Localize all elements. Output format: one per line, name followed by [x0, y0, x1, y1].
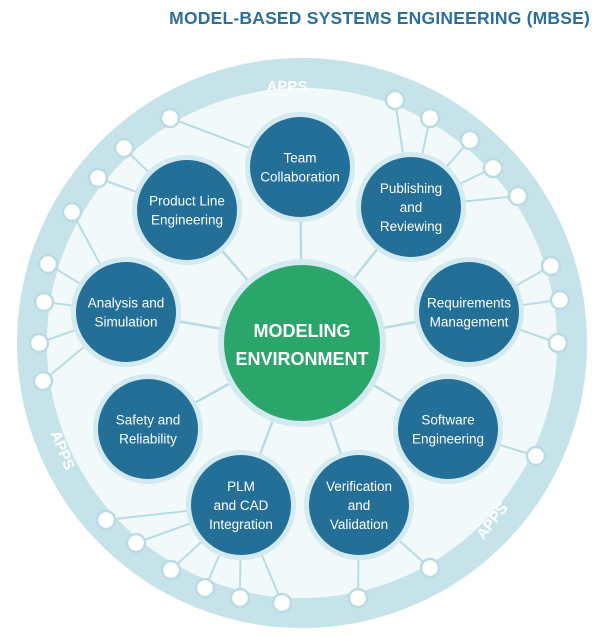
node-label: Engineering	[151, 213, 223, 228]
app-dot[interactable]	[271, 592, 293, 614]
node-label: and	[348, 498, 371, 513]
node-label: Product Line	[149, 194, 225, 209]
center-circle[interactable]	[224, 265, 380, 421]
node-label: Reliability	[119, 432, 177, 447]
node-circle	[309, 455, 409, 555]
node-label: Reviewing	[380, 219, 442, 234]
node-label: Verification	[326, 479, 392, 494]
node-label: Requirements	[427, 296, 511, 311]
app-dot[interactable]	[384, 89, 406, 111]
app-dot[interactable]	[160, 559, 182, 581]
node-label: Engineering	[412, 432, 484, 447]
node-label: Validation	[330, 517, 388, 532]
node-circle	[398, 379, 498, 479]
node-circle	[361, 157, 461, 257]
app-dot[interactable]	[347, 587, 369, 609]
app-dot[interactable]	[525, 445, 547, 467]
app-dot[interactable]	[419, 107, 441, 129]
app-dot[interactable]	[28, 332, 50, 354]
ring-label-top: APPS	[267, 78, 308, 95]
node-label: Publishing	[380, 181, 442, 196]
node-circle	[137, 160, 237, 260]
center-label: ENVIRONMENT	[235, 349, 368, 369]
app-dot[interactable]	[540, 255, 562, 277]
app-dot[interactable]	[419, 557, 441, 579]
app-dot[interactable]	[95, 509, 117, 531]
node-label: Software	[421, 413, 474, 428]
app-dot[interactable]	[32, 370, 54, 392]
app-dot[interactable]	[549, 289, 571, 311]
node-circle	[419, 262, 519, 362]
app-dot[interactable]	[61, 201, 83, 223]
app-dot[interactable]	[459, 129, 481, 151]
node-label: Safety and	[116, 413, 181, 428]
diagram-title: MODEL-BASED SYSTEMS ENGINEERING (MBSE)	[169, 8, 590, 28]
node-label: Integration	[209, 517, 273, 532]
app-dot[interactable]	[547, 332, 569, 354]
nodes: TeamCollaborationPublishingandReviewingR…	[71, 112, 524, 560]
app-dot[interactable]	[507, 185, 529, 207]
center-label: MODELING	[254, 321, 351, 341]
node-label: and	[400, 200, 423, 215]
app-dot[interactable]	[229, 587, 251, 609]
app-dot[interactable]	[125, 532, 147, 554]
node-label: Analysis and	[88, 296, 165, 311]
node-circle	[76, 262, 176, 362]
modeling-environment: MODELING ENVIRONMENT	[218, 259, 386, 427]
node-circle	[250, 117, 350, 217]
app-dot[interactable]	[159, 107, 181, 129]
app-dot[interactable]	[33, 291, 55, 313]
app-dots	[28, 89, 571, 614]
app-dot[interactable]	[194, 577, 216, 599]
node-label: Collaboration	[260, 170, 340, 185]
node-circle	[98, 379, 198, 479]
app-dot[interactable]	[37, 253, 59, 275]
node-label: Simulation	[94, 315, 157, 330]
node-label: and CAD	[214, 498, 269, 513]
node-label: Management	[430, 315, 509, 330]
app-dot[interactable]	[113, 137, 135, 159]
node-circle	[191, 455, 291, 555]
node-label: Team	[283, 151, 316, 166]
node-plm-cad-integration[interactable]: PLM and CAD Integration	[186, 450, 296, 560]
app-dot[interactable]	[87, 167, 109, 189]
node-label: PLM	[227, 479, 255, 494]
app-dot[interactable]	[482, 157, 504, 179]
